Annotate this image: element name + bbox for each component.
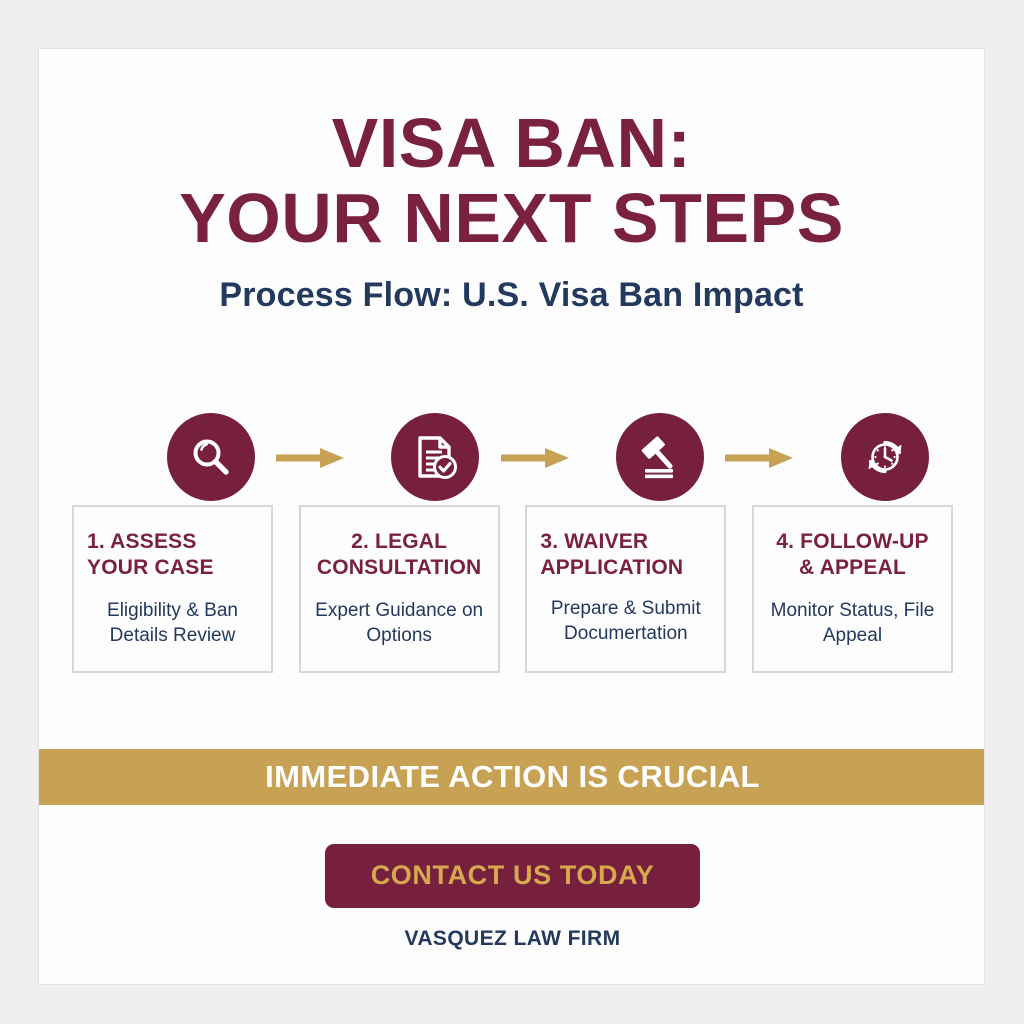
step-card-4-title: 4. FOLLOW-UP & APPEAL [776, 530, 929, 580]
clock-refresh-icon [861, 433, 909, 481]
arrow-right-icon [501, 448, 569, 473]
flow-arrow-3 [725, 447, 793, 469]
page-subtitle: Process Flow: U.S. Visa Ban Impact [219, 275, 804, 314]
process-flow: 1. ASSESS YOUR CASE Eligibility & Ban De… [72, 413, 953, 698]
arrow-right-icon [725, 448, 793, 473]
step-card-1-description: Eligibility & Ban Details Review [107, 599, 238, 647]
flow-icon-row [72, 413, 953, 501]
step-1-icon-badge [167, 413, 255, 501]
step-card-1-title: 1. ASSESS YOUR CASE [87, 530, 214, 580]
flow-arrow-1 [276, 447, 344, 469]
step-3-icon-badge [616, 413, 704, 501]
step-2-icon-badge [391, 413, 479, 501]
gavel-icon [637, 434, 683, 480]
flow-arrow-2 [501, 447, 569, 469]
title-line-2: YOUR NEXT STEPS [179, 179, 844, 258]
step-card-3-title: 3. WAIVER APPLICATION [540, 530, 684, 580]
step-card-2-description: Expert Guidance on Options [315, 599, 484, 647]
magnifier-icon [188, 434, 234, 480]
step-cards-row: 1. ASSESS YOUR CASE Eligibility & Ban De… [72, 505, 953, 673]
step-card-3-description: Prepare & Submit Documertation [550, 597, 701, 645]
step-4-icon-badge [841, 413, 929, 501]
poster-header: VISA BAN: YOUR NEXT STEPS Process Flow: … [39, 49, 984, 315]
page-title: VISA BAN: YOUR NEXT STEPS [39, 104, 984, 258]
urgency-banner: IMMEDIATE ACTION IS CRUCIAL [39, 749, 984, 805]
cta-section: CONTACT US TODAY VASQUEZ LAW FIRM [39, 844, 984, 951]
step-card-2-title: 2. LEGAL CONSULTATION [316, 530, 482, 580]
step-card-2: 2. LEGAL CONSULTATION Expert Guidance on… [298, 505, 500, 673]
contact-us-button[interactable]: CONTACT US TODAY [324, 844, 701, 908]
firm-name: VASQUEZ LAW FIRM [404, 927, 621, 950]
step-card-3: 3. WAIVER APPLICATION Prepare & Submit D… [525, 505, 727, 673]
urgency-banner-text: IMMEDIATE ACTION IS CRUCIAL [265, 759, 760, 794]
infographic-poster: VISA BAN: YOUR NEXT STEPS Process Flow: … [38, 48, 985, 985]
step-card-1: 1. ASSESS YOUR CASE Eligibility & Ban De… [72, 505, 273, 673]
step-card-4: 4. FOLLOW-UP & APPEAL Monitor Status, Fi… [751, 505, 953, 673]
arrow-right-icon [276, 448, 344, 473]
step-card-4-description: Monitor Status, File Appeal [770, 599, 935, 647]
title-line-1: VISA BAN: [331, 104, 692, 182]
document-check-icon [412, 434, 458, 480]
